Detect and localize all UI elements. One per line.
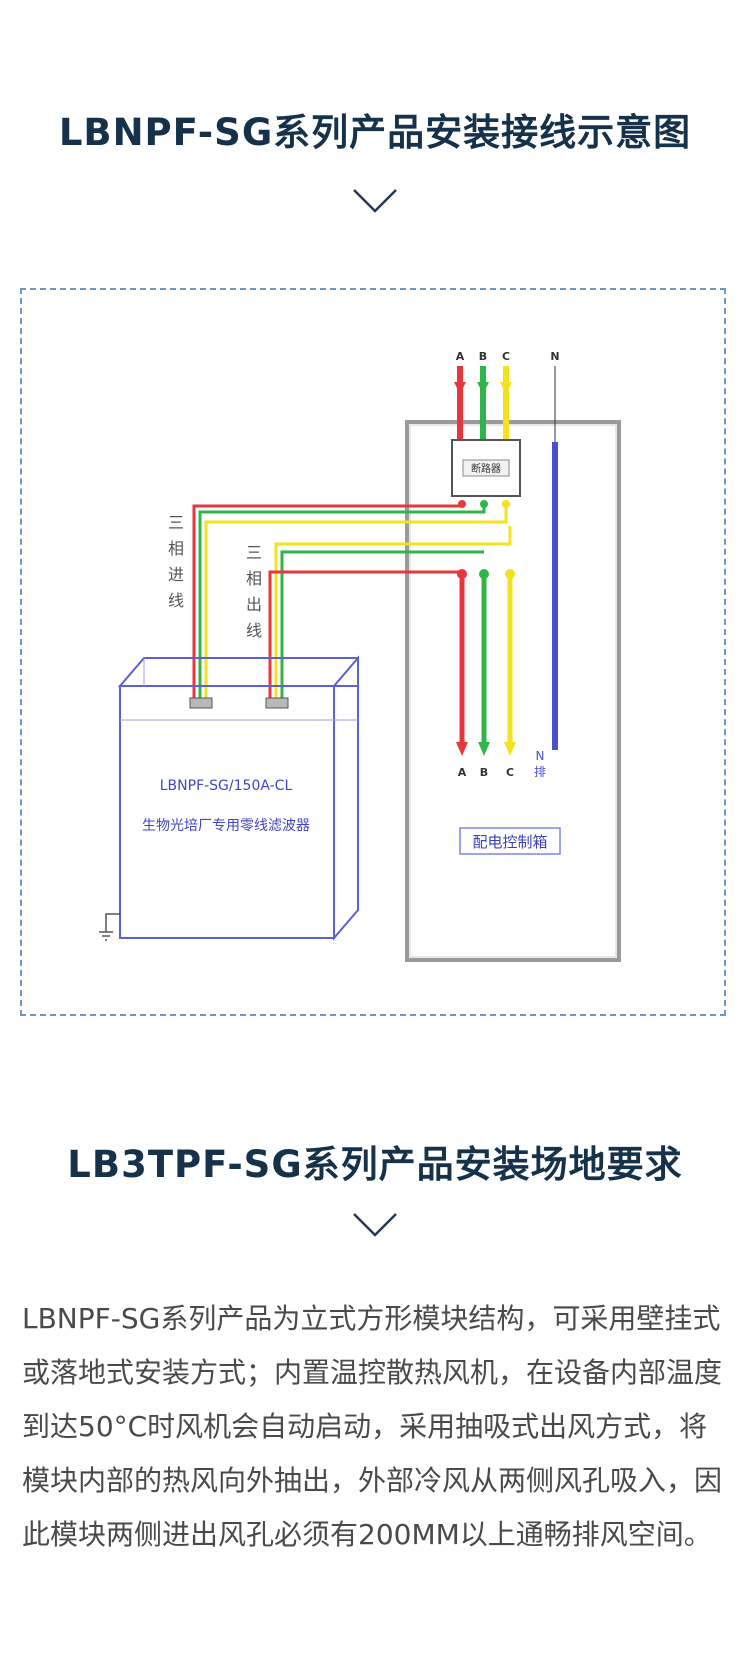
breaker-label: 断路器	[471, 462, 501, 475]
input-wires	[192, 504, 508, 698]
incoming-phase-wires	[454, 366, 512, 450]
ground-icon	[99, 913, 120, 941]
neutral-bottom-label-n: N	[536, 749, 545, 763]
load-wires	[459, 570, 513, 750]
neutral-busbar	[552, 442, 558, 750]
svg-text:出: 出	[246, 595, 262, 614]
phase-bottom-label-a: A	[458, 766, 467, 779]
output-label: 三 相 出 线	[246, 543, 262, 640]
svg-text:相: 相	[246, 569, 262, 588]
filter-model-label: LBNPF-SG/150A-CL	[160, 778, 293, 794]
chevron-down-icon	[353, 189, 397, 213]
phase-bottom-label-b: B	[480, 766, 488, 779]
section-title-wiring: LBNPF-SG系列产品安装接线示意图	[58, 111, 692, 154]
phase-top-label-c: C	[502, 350, 510, 363]
filter-terminals	[189, 697, 289, 709]
output-wires	[268, 526, 512, 698]
wiring-diagram-frame: A B C N 断路器	[20, 288, 726, 1016]
wiring-diagram: A B C N 断路器	[99, 350, 621, 962]
svg-text:线: 线	[246, 621, 262, 640]
svg-text:进: 进	[168, 565, 184, 584]
filter-box	[117, 655, 359, 941]
phase-bottom-label-c: C	[506, 766, 514, 779]
distribution-cabinet	[405, 420, 621, 962]
neutral-top-label: N	[550, 350, 559, 363]
phase-top-label-a: A	[456, 350, 465, 363]
cabinet-label: 配电控制箱	[472, 833, 547, 851]
filter-name-label: 生物光培厂专用零线滤波器	[142, 818, 310, 834]
site-requirements-paragraph: LBNPF-SG系列产品为立式方形模块结构，可采用壁挂式或落地式安装方式；内置温…	[22, 1302, 723, 1551]
phase-top-label-b: B	[479, 350, 487, 363]
section-title-site-requirements: LB3TPF-SG系列产品安装场地要求	[67, 1143, 683, 1186]
svg-text:相: 相	[168, 539, 184, 558]
svg-text:线: 线	[168, 591, 184, 610]
chevron-down-icon	[353, 1213, 397, 1237]
svg-text:三: 三	[168, 513, 184, 532]
input-label: 三 相 进 线	[168, 513, 184, 610]
svg-text:三: 三	[246, 543, 262, 562]
cabinet-label-box	[459, 827, 561, 855]
neutral-bottom-label-bar: 排	[534, 765, 546, 779]
